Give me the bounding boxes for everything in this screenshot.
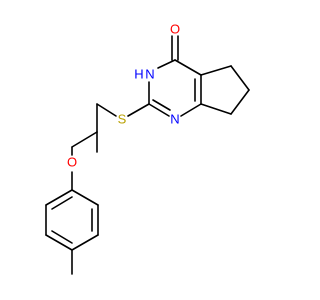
bond-n1-c2: [148, 103, 170, 117]
bond-s-ch2: [96, 103, 117, 117]
structure-diagram: O H N N S O: [45, 21, 250, 275]
atom-label-sulfur: S: [118, 111, 127, 126]
bond-n1-c2-inner: [152, 99, 171, 111]
atom-label-oxygen-ether: O: [67, 154, 77, 169]
bond-c5-c6: [230, 65, 250, 91]
bond-ch2-ch2c: [71, 131, 98, 148]
bond-c2-s: [127, 103, 150, 117]
atom-label-nitrogen-nh: N: [145, 66, 154, 81]
bond-c6-c7: [230, 89, 250, 115]
bond-ar1-ar2: [71, 189, 99, 206]
bond-c4a-c5: [200, 65, 232, 76]
atom-label-hydrogen-nh: H: [134, 66, 143, 81]
bond-ar6-ar1-inner: [51, 196, 73, 210]
bond-c4-c4a: [174, 59, 202, 76]
atom-label-nitrogen-ring: N: [170, 111, 179, 126]
bond-ar6-ar1: [45, 189, 73, 206]
atom-label-oxygen-carbonyl: O: [170, 21, 180, 36]
molecule-canvas: O H N N S O: [45, 21, 250, 275]
bond-ar4-ar5: [45, 234, 73, 251]
bond-n3-c4: [157, 59, 176, 69]
bond-ar3-ar4: [71, 234, 99, 251]
bond-c7a-n1: [180, 103, 202, 117]
bond-c7-c7a: [200, 103, 232, 115]
bond-ar4-ar5-inner: [51, 230, 73, 244]
